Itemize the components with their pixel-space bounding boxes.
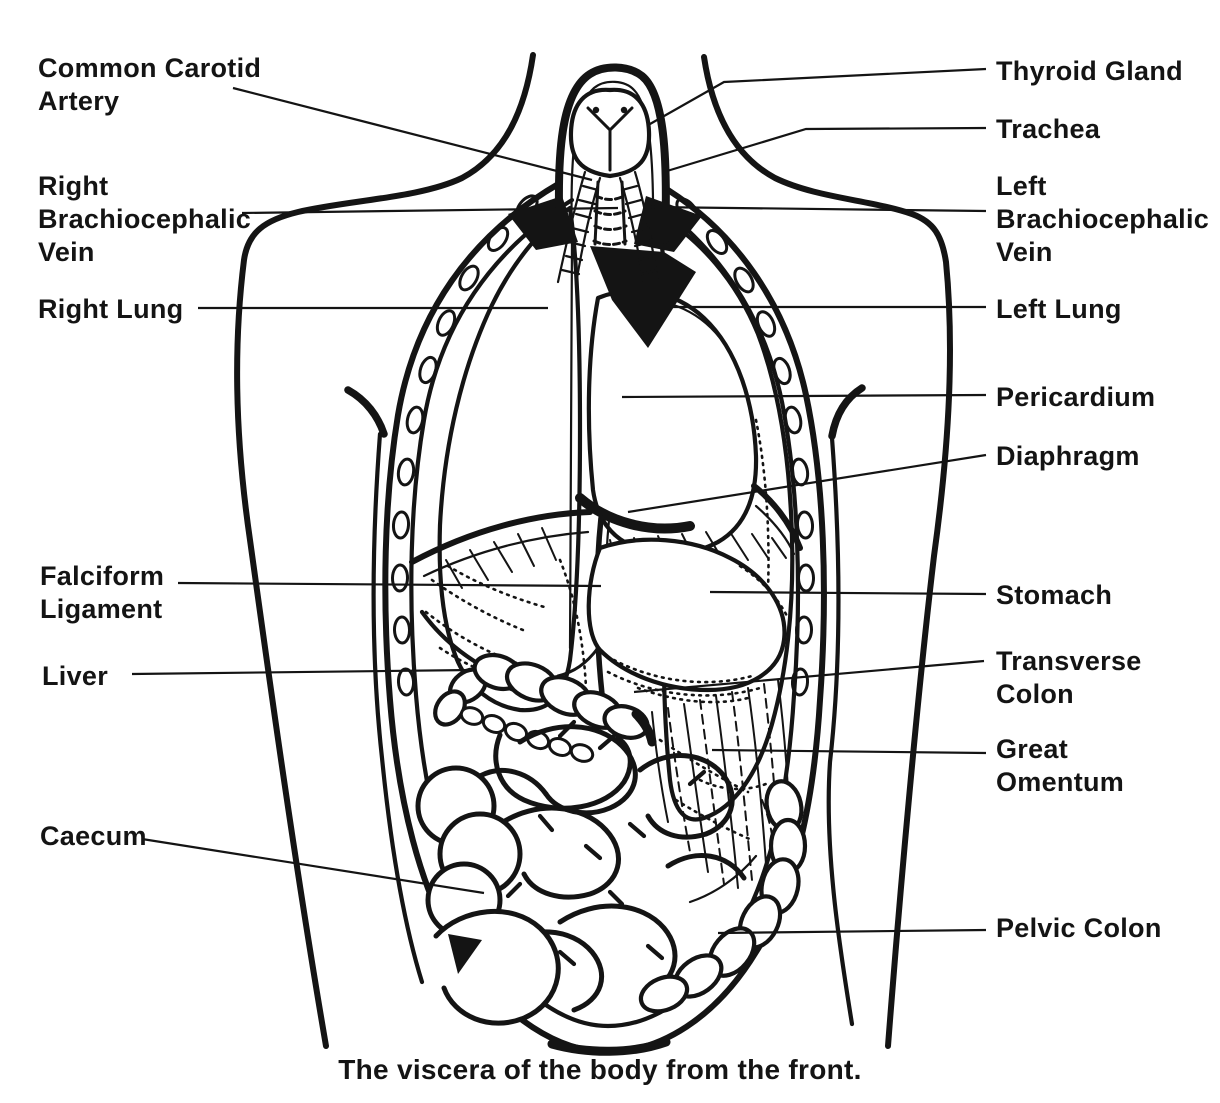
leader-transverse-colon bbox=[633, 659, 985, 694]
leader-liver bbox=[131, 668, 473, 676]
label-thyroid-gland: Thyroid Gland bbox=[996, 56, 1183, 86]
label-liver: Liver bbox=[42, 661, 109, 691]
leader-common-carotid-artery bbox=[232, 86, 593, 182]
label-great-omentum: Great Omentum bbox=[996, 734, 1125, 797]
leader-pericardium bbox=[621, 393, 987, 399]
leader-great-omentum bbox=[711, 748, 987, 755]
leader-lines bbox=[131, 67, 987, 935]
label-trachea: Trachea bbox=[996, 114, 1101, 144]
label-left-brachiocephalic-vein: Left Brachiocephalic Vein bbox=[996, 171, 1210, 267]
label-transverse-colon: Transverse Colon bbox=[996, 646, 1142, 709]
leader-pelvic-colon bbox=[717, 928, 987, 935]
left-armpit-fold bbox=[344, 386, 388, 438]
right-armpit-fold bbox=[828, 384, 866, 440]
stomach-drawing bbox=[556, 537, 790, 704]
figure-caption: The viscera of the body from the front. bbox=[338, 1054, 862, 1085]
caecum-drawing bbox=[415, 765, 561, 1026]
leader-stomach bbox=[709, 590, 987, 596]
thyroid-gland-drawing bbox=[556, 170, 660, 286]
leader-caecum bbox=[141, 837, 485, 895]
pericardium-drawing bbox=[575, 288, 759, 556]
label-common-carotid-artery: Common Carotid Artery bbox=[38, 53, 262, 116]
larynx-drawing bbox=[568, 87, 652, 179]
neck-dome bbox=[554, 63, 670, 244]
colon-small-segments bbox=[459, 706, 595, 763]
rib-cage-shell bbox=[382, 180, 827, 1056]
cut-rib-ovals bbox=[390, 194, 816, 697]
label-right-brachiocephalic-vein: Right Brachiocephalic Vein bbox=[38, 171, 252, 267]
leader-falciform-ligament bbox=[177, 581, 602, 588]
left-flank-line bbox=[371, 431, 425, 985]
pelvic-rim-thick bbox=[547, 1037, 671, 1056]
leader-thyroid-gland bbox=[649, 67, 987, 125]
colon-end-shadow bbox=[631, 709, 657, 747]
label-pericardium: Pericardium bbox=[996, 382, 1156, 412]
leader-left-brachiocephalic-vein bbox=[649, 205, 987, 213]
transverse-colon-drawing bbox=[433, 652, 657, 763]
intestine-branch-ticks bbox=[505, 719, 707, 967]
label-pelvic-colon: Pelvic Colon bbox=[996, 913, 1162, 943]
leader-diaphragm bbox=[627, 453, 987, 514]
leader-trachea bbox=[666, 126, 987, 173]
pelvic-colon-drawing bbox=[638, 779, 808, 1014]
label-left-lung: Left Lung bbox=[996, 294, 1122, 324]
right-flank-line bbox=[826, 435, 855, 1027]
pericardium-diaphragm-seam bbox=[575, 493, 695, 534]
label-diaphragm: Diaphragm bbox=[996, 441, 1140, 471]
trachea-drawing bbox=[592, 180, 628, 246]
leader-right-brachiocephalic-vein bbox=[241, 206, 619, 215]
label-caecum: Caecum bbox=[40, 821, 147, 851]
neck-drawing bbox=[554, 63, 670, 286]
label-falciform-ligament: Falciform Ligament bbox=[40, 561, 165, 624]
label-stomach: Stomach bbox=[996, 580, 1113, 610]
label-right-lung: Right Lung bbox=[38, 294, 184, 324]
